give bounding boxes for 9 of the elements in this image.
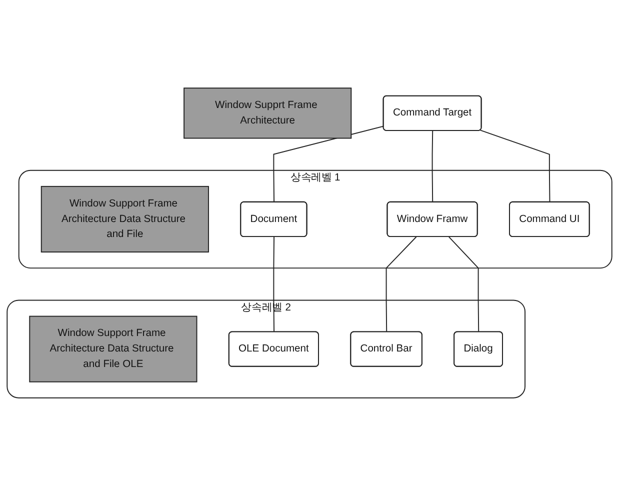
connector [448,236,480,332]
node-box: Window Support Frame Architecture Data Structure and File OLE [29,316,198,382]
node-box: Window Support Frame Architecture Data Structure and File [40,186,209,252]
connector [480,130,550,203]
connector [273,126,384,203]
node-box: Window Supprt Frame Architecture [184,88,352,139]
connector [273,236,274,332]
connector [386,236,417,332]
connector [432,130,434,203]
